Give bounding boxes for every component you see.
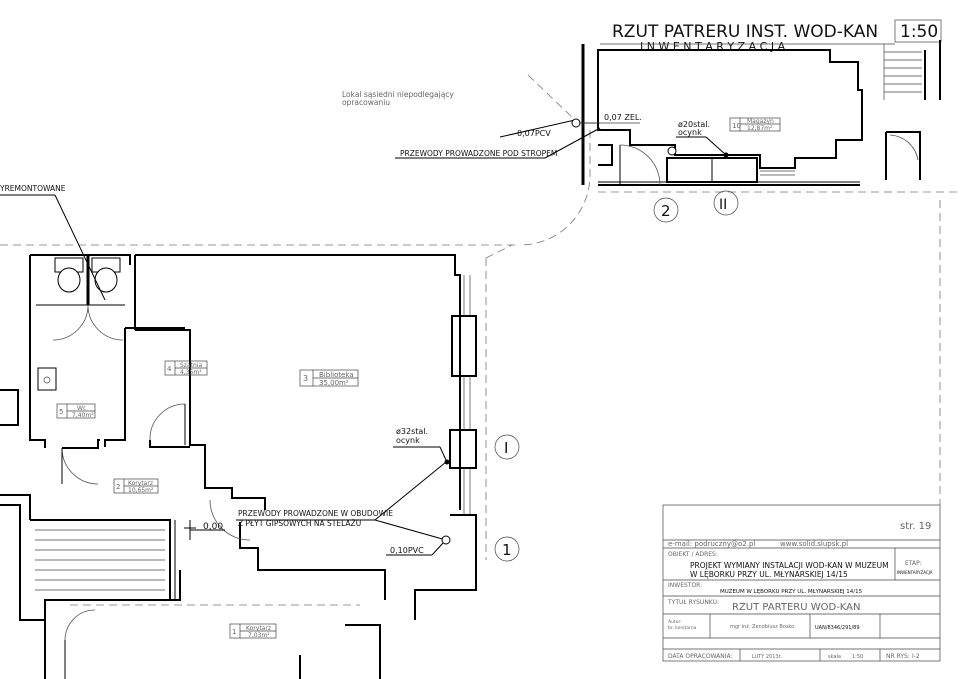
wc-walls (0, 254, 131, 485)
riser-symbol-II (723, 152, 729, 158)
drawing-title-sub: I N W E N T A R Y Z A C J A (640, 40, 786, 53)
toilet-bowl-1 (57, 267, 81, 293)
svg-text:10: 10 (732, 122, 741, 130)
pipe-label-pvc-top: 0,07PCV (517, 129, 551, 138)
contact-email: e-mail: podruczny@o2.pl (668, 540, 755, 548)
title-block: str. 19 e-mail: podruczny@o2.pl www.soli… (662, 504, 941, 662)
stage-label: ETAP: (905, 560, 922, 567)
stage-value: INWENTARYZACJA (897, 570, 933, 575)
room-label-korytarz-2: 2 Korytarz 10,65m² (113, 478, 159, 494)
adjacent-note-line1: Lokal sąsiedni niepodlegający (342, 90, 454, 99)
drawing-number-label: NR RYS: (886, 653, 910, 660)
pipe-label-stal32-b: ocynk (396, 436, 420, 445)
room-label-magazyn: 10 Magazyn 12,87m² (729, 117, 781, 132)
svg-text:I: I (504, 439, 508, 457)
author-label-1: Autor: (668, 619, 682, 625)
drawing-title-value: RZUT PARTERU WOD-KAN (732, 602, 861, 613)
license-number: UAN/8346/291/89 (815, 625, 860, 631)
riser-symbol-I (444, 459, 450, 465)
svg-text:7,40m²: 7,40m² (72, 412, 94, 419)
pipe-note-enclosure-2: Z PŁYT GIPSOWYCH NA STELAŻU (238, 519, 361, 528)
library-walls (134, 254, 477, 620)
drawing-number-value: I-2 (912, 653, 920, 660)
svg-text:Korytarz: Korytarz (246, 625, 271, 632)
toilet-bowl-2 (94, 267, 118, 293)
svg-text:2: 2 (116, 483, 120, 491)
svg-text:4: 4 (167, 365, 172, 373)
storage-walls (581, 40, 941, 186)
svg-text:3: 3 (303, 374, 308, 383)
washbasin (37, 367, 57, 391)
corridor-walls (0, 494, 360, 679)
svg-text:Magazyn: Magazyn (747, 118, 774, 125)
riser-symbol-pvc (571, 118, 581, 128)
room-label-wc: 5 Wc 7,40m² (56, 403, 96, 419)
pipe-note-enclosure-1: PRZEWODY PROWADZONE W OBUDOWIE (238, 509, 393, 518)
pipe-label-stal32-a: ø32stal. (396, 427, 428, 436)
pipe-label-stal20-b: ocynk (678, 128, 702, 137)
svg-text:10,65m²: 10,65m² (128, 487, 154, 494)
pipe-leaders-library (236, 446, 451, 556)
svg-text:1: 1 (232, 628, 236, 636)
cloakroom-walls (104, 327, 190, 448)
author-label-2: br. konitarna (668, 625, 697, 631)
riser-marker-II: II (713, 190, 739, 216)
page-number: str. 19 (900, 521, 931, 532)
pipe-label-pvc-bottom: 0,10PVC (390, 546, 424, 555)
riser-marker-I: I (494, 434, 520, 460)
drawing-scale: 1:50 (900, 22, 938, 42)
svg-text:4,35m²: 4,35m² (180, 369, 202, 376)
unrenovated-note: YREMONTOWANE (0, 184, 66, 193)
svg-text:7,03m²: 7,03m² (248, 632, 270, 639)
riser-symbol-2 (667, 146, 677, 156)
scale-label: skala (828, 654, 841, 660)
scale-box (894, 19, 942, 43)
svg-text:1: 1 (502, 541, 512, 559)
svg-text:Korytarz: Korytarz (128, 480, 153, 487)
room-label-biblioteka: 3 Biblioteka 35,00m² (299, 369, 359, 387)
project-line-1: PROJEKT WYMIANY INSTALACJI WOD-KAN W MUZ… (690, 561, 889, 570)
svg-text:Szatnia: Szatnia (180, 362, 202, 369)
boundary-lines (0, 74, 960, 560)
adjacent-note-line2: opracowaniu (342, 98, 390, 107)
staircase-bottom-left (35, 529, 165, 591)
object-label: OBIEKT / ADRES: (668, 551, 718, 558)
svg-text:2: 2 (661, 202, 671, 220)
svg-text:Wc: Wc (77, 405, 86, 412)
drawing-title-main: RZUT PATRERU INST. WOD-KAN (612, 22, 878, 42)
drawing-title-label: TYTUŁ RYSUNKU: (667, 599, 719, 606)
contact-www: www.solid.slupsk.pl (780, 540, 848, 548)
svg-text:35,00m²: 35,00m² (319, 379, 349, 387)
scale-value: 1:50 (852, 654, 863, 660)
svg-text:5: 5 (59, 408, 63, 416)
pipe-note-ceiling: PRZEWODY PROWADZONE POD STROPEM (400, 149, 557, 158)
riser-marker-2: 2 (653, 197, 679, 223)
drawing-title: RZUT PATRERU INST. WOD-KAN I N W E N T A… (600, 19, 942, 53)
pipe-leaders-top (395, 118, 729, 159)
pipe-label-zel: 0,07 ZEL. (604, 113, 642, 122)
svg-text:II: II (719, 197, 727, 213)
riser-symbol-1 (441, 535, 451, 545)
project-line-2: W LĘBORKU PRZY UL. MŁYNARSKIEJ 14/15 (690, 570, 848, 579)
staircase-top-right (883, 44, 922, 100)
level-marker: 0,00 (184, 520, 225, 540)
investor-label: INWESTOR: (668, 582, 702, 589)
author-value: mgr inż. Zenobiusz Bosko (730, 624, 794, 630)
riser-marker-1: 1 (494, 536, 520, 562)
svg-text:12,87m²: 12,87m² (747, 125, 773, 132)
pipe-label-stal20-a: ø20stal. (678, 120, 710, 129)
svg-text:Biblioteka: Biblioteka (319, 371, 354, 379)
date-label: DATA OPRACOWANIA: (668, 653, 733, 660)
room-label-szatnia: 4 Szatnia 4,35m² (164, 360, 208, 376)
date-value: LUTY 2013r. (752, 654, 782, 660)
investor-value: MUZEUM W LĘBORKU PRZY UL. MŁYNARSKIEJ 14… (720, 589, 863, 595)
room-label-korytarz-1: 1 Korytarz 7,03m² (229, 623, 277, 639)
level-value: 0,00 (203, 522, 223, 532)
